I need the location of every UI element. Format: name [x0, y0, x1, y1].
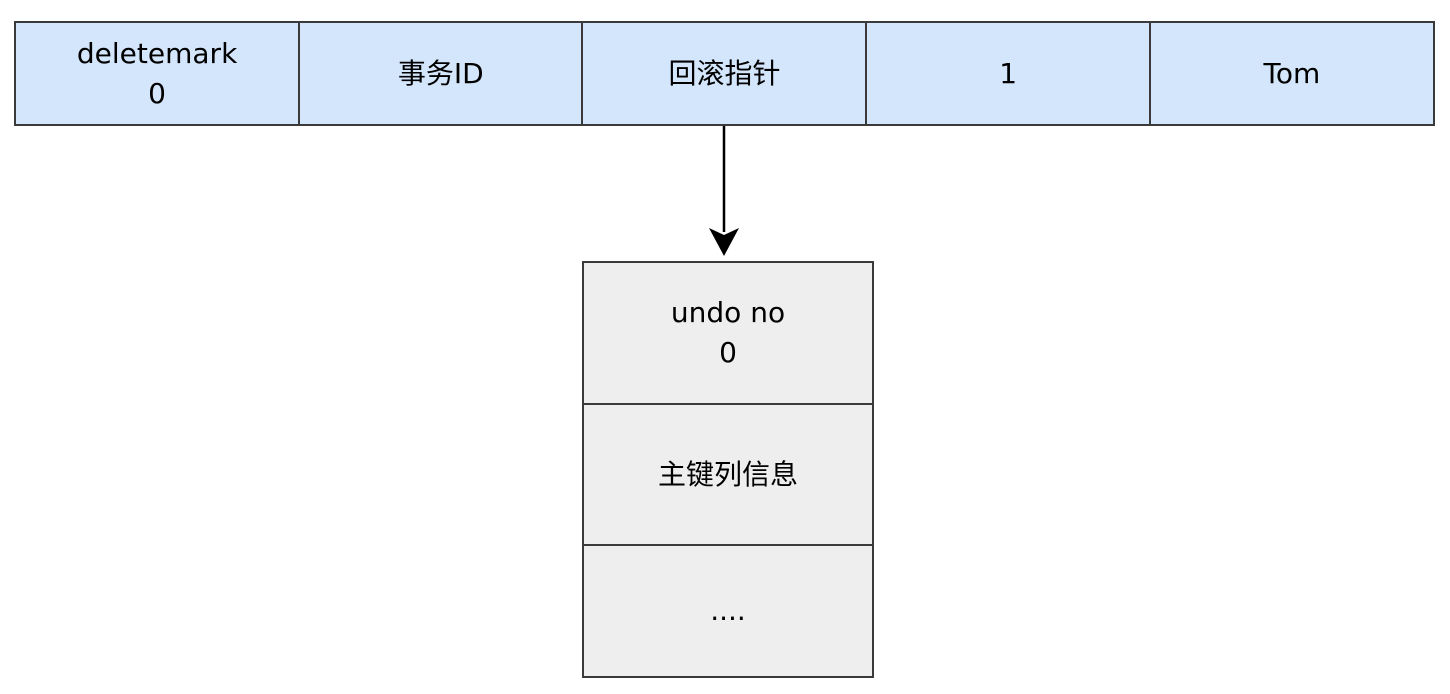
name-value-cell: Tom [1148, 21, 1436, 126]
primary-key-info-cell: 主键列信息 [582, 402, 874, 547]
arrow-head [709, 228, 739, 256]
transaction-id-cell: 事务ID [297, 21, 584, 126]
record-row: deletemark 0 事务ID 回滚指针 1 Tom [14, 21, 1436, 126]
id-value-cell: 1 [865, 21, 1152, 126]
deletemark-cell: deletemark 0 [14, 21, 301, 126]
undo-log-record: undo no 0 主键列信息 .... [582, 261, 874, 678]
undo-no-cell: undo no 0 [582, 261, 874, 405]
ellipsis-cell: .... [582, 544, 874, 678]
rollback-pointer-cell: 回滚指针 [581, 21, 868, 126]
